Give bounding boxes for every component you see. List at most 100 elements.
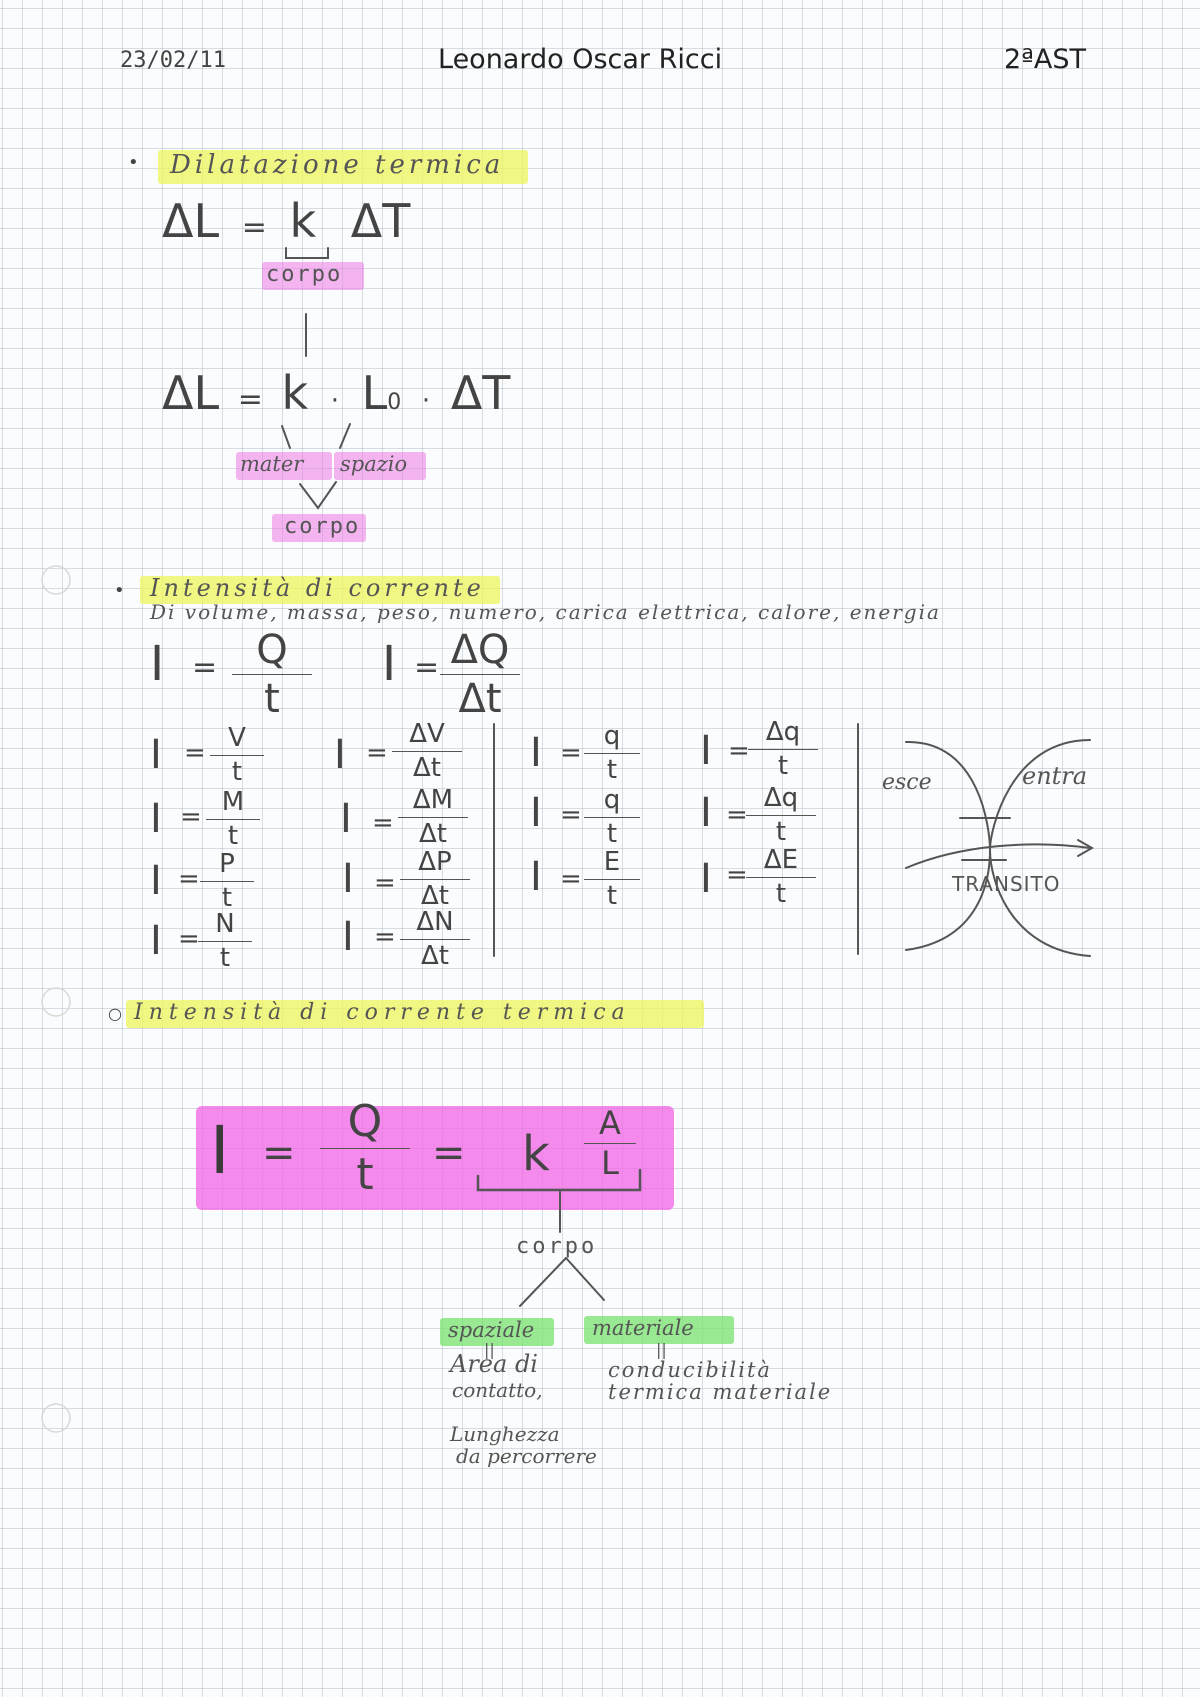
col4-eq1-den: t (777, 750, 789, 781)
transit-arrowhead (1077, 839, 1095, 857)
big-eq-equals-2: = (432, 1130, 466, 1176)
col4-eq2-num: Δq (763, 783, 799, 813)
fraction-bar (206, 818, 260, 820)
big-eq-num-2: A (599, 1104, 621, 1142)
col4-eq3-num: ΔE (763, 845, 799, 875)
col4-eq2-den: t (775, 816, 787, 847)
right-curve (988, 739, 1091, 957)
big-eq-den-1: t (356, 1149, 374, 1201)
area-line-1: Area di (450, 1350, 538, 1378)
col1-eq1-lhs: I (150, 732, 162, 778)
class-label: 2ªAST (1004, 44, 1087, 75)
equation-1: ΔL = k ΔT (162, 194, 410, 248)
v-arrow (299, 481, 337, 510)
col2-eq1-equals: = (366, 738, 388, 768)
col3-eq3-den: t (606, 880, 618, 911)
fraction-bar (400, 938, 470, 940)
mater-highlight (236, 452, 332, 480)
materiale-label: materiale (592, 1316, 694, 1340)
fraction-bar (392, 750, 462, 752)
title-highlight-2 (140, 576, 500, 604)
col3-eq2-lhs: I (530, 790, 542, 836)
col1-eq3-num: P (219, 849, 235, 879)
big-eq-equals-1: = (262, 1130, 296, 1176)
col4-eq2-lhs: I (700, 790, 712, 836)
entra-label: entra (1022, 762, 1088, 790)
col1-eq1-equals: = (184, 738, 206, 768)
lunghezza-line-1: Lunghezza (450, 1422, 560, 1446)
cond-line-2: termica materiale (608, 1380, 833, 1404)
lunghezza-line-2: da percorrere (456, 1444, 597, 1468)
main-eq-2-den: Δt (458, 676, 502, 722)
spaziale-highlight (440, 1318, 554, 1346)
eq2-lhs: ΔL (162, 366, 220, 420)
main-eq-2-num: ΔQ (450, 627, 510, 673)
bullet-1: • (128, 152, 139, 173)
col1-eq1-num: V (228, 723, 246, 753)
fraction-bar (440, 674, 520, 675)
col2-eq3-equals: = (374, 868, 396, 898)
spazio-highlight (334, 452, 426, 480)
main-eq-2-fraction: ΔQ Δt (440, 628, 520, 721)
col2-eq4-den: Δt (421, 940, 449, 971)
binder-hole (41, 1403, 71, 1433)
col1-eq3-den: t (221, 882, 233, 913)
col1-eq4-lhs: I (150, 918, 162, 964)
main-eq-1-equals: = (192, 650, 218, 685)
transit-arrow-line (905, 843, 1091, 869)
col3-eq2-equals: = (560, 800, 582, 830)
eq2-L-subscript: 0 (387, 390, 402, 415)
date: 23/02/11 (120, 48, 226, 73)
transito-label: TRANSITO (952, 872, 1061, 896)
col3-eq1-num: q (603, 721, 621, 751)
eq1-rhs: ΔT (350, 194, 411, 248)
col2-eq2-num: ΔM (412, 785, 454, 815)
fraction-bar (198, 940, 252, 942)
binder-hole (41, 565, 71, 595)
section-title-2: Intensità di corrente (150, 574, 485, 602)
brace-under-k (285, 247, 329, 259)
fraction-bar (584, 816, 640, 818)
col3-eq1-lhs: I (530, 730, 542, 776)
eq2-dot2: · (421, 386, 431, 416)
eq1-lhs: ΔL (162, 194, 220, 248)
col2-eq2-den: Δt (419, 818, 447, 849)
fraction-bar (200, 880, 254, 882)
section-subtitle-2: Di volume, massa, peso, numero, carica e… (150, 600, 941, 624)
corpo-label-1: corpo (266, 262, 343, 287)
main-eq-1-lhs: I (150, 636, 165, 692)
eq2-L: L (361, 366, 388, 420)
fraction-bar (398, 816, 468, 818)
mater-label: mater (240, 452, 304, 476)
connector-L0-spazio (339, 423, 351, 449)
author-name: Leonardo Oscar Ricci (438, 44, 723, 75)
main-eq-1-fraction: Q t (232, 628, 312, 721)
connector-k-mater (281, 425, 291, 449)
col3-eq1-equals: = (560, 738, 582, 768)
col3-eq3-num: E (603, 847, 621, 877)
fraction-bar (584, 752, 640, 754)
col3-eq2-den: t (606, 818, 618, 849)
col4-eq3-equals: = (726, 860, 748, 890)
equation-2: ΔL = k · L0 · ΔT (162, 366, 510, 420)
esce-label: esce (882, 770, 932, 795)
col2-eq2-lhs: I (340, 796, 352, 842)
col1-eq4-num: N (215, 909, 235, 939)
title-highlight-3 (126, 1000, 704, 1028)
big-eq-den-2: L (601, 1144, 619, 1183)
fraction-bar (584, 878, 640, 880)
fraction-bar (210, 754, 264, 756)
big-eq-k: k (522, 1126, 550, 1182)
col1-eq2-lhs: I (150, 796, 162, 842)
eq2-equals: = (237, 382, 263, 417)
big-eq-lhs: I (210, 1112, 230, 1189)
